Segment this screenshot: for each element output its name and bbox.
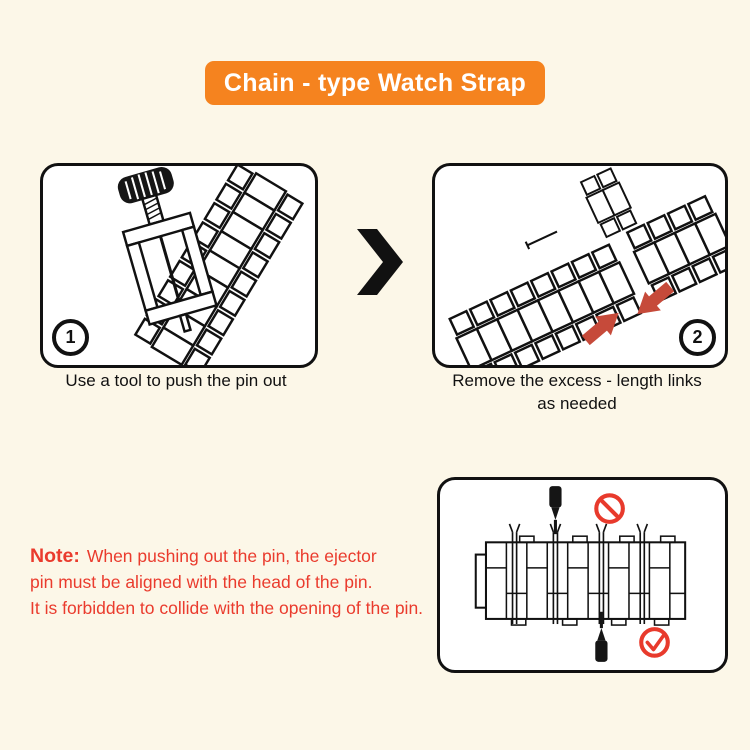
note-block: Note: When pushing out the pin, the eject… (30, 543, 423, 621)
step2-caption-line1: Remove the excess - length links (452, 371, 702, 390)
chevron-right-icon (357, 229, 403, 295)
note-text-3: It is forbidden to collide with the open… (30, 598, 424, 618)
prohibition-icon (594, 493, 625, 524)
note-text-2: pin must be aligned with the head of the… (30, 572, 373, 592)
bottom-ejector-tool (595, 611, 608, 662)
step1-panel: 1 (40, 163, 318, 368)
band-cross-section (474, 535, 687, 626)
step1-caption-line1: Use a tool to push the pin out (65, 371, 287, 390)
link-remover-tool (117, 166, 218, 333)
band-piece-right (624, 194, 725, 304)
loose-pin (524, 230, 558, 250)
step2-number-badge: 2 (679, 319, 716, 356)
removed-link-piece (578, 166, 639, 239)
alignment-detail-panel (437, 477, 728, 673)
note-text-1: When pushing out the pin, the ejector (86, 546, 377, 566)
step2-caption-line2: as needed (537, 394, 617, 413)
remove-links-illustration (446, 166, 725, 365)
watch-band (133, 166, 305, 365)
check-icon (639, 627, 670, 658)
red-arrow-icon (581, 312, 619, 346)
page-title: Chain - type Watch Strap (223, 68, 527, 97)
note-line-1: Note: When pushing out the pin, the eject… (30, 543, 423, 569)
step1-number: 1 (65, 327, 76, 347)
step1-caption: Use a tool to push the pin out (40, 369, 312, 392)
title-banner: Chain - type Watch Strap (205, 61, 545, 105)
step2-number: 2 (692, 327, 703, 347)
top-ejector-tool (549, 486, 562, 535)
tool-push-pin-illustration (117, 166, 305, 365)
step2-panel: 2 (432, 163, 728, 368)
step1-number-badge: 1 (52, 319, 89, 356)
band-piece-left (446, 242, 644, 365)
red-arrow-icon (637, 281, 675, 315)
ejector-pins (508, 523, 649, 625)
step2-caption: Remove the excess - length links as need… (430, 369, 724, 415)
pin-alignment-illustration (474, 486, 687, 662)
note-label: Note: (30, 545, 80, 567)
